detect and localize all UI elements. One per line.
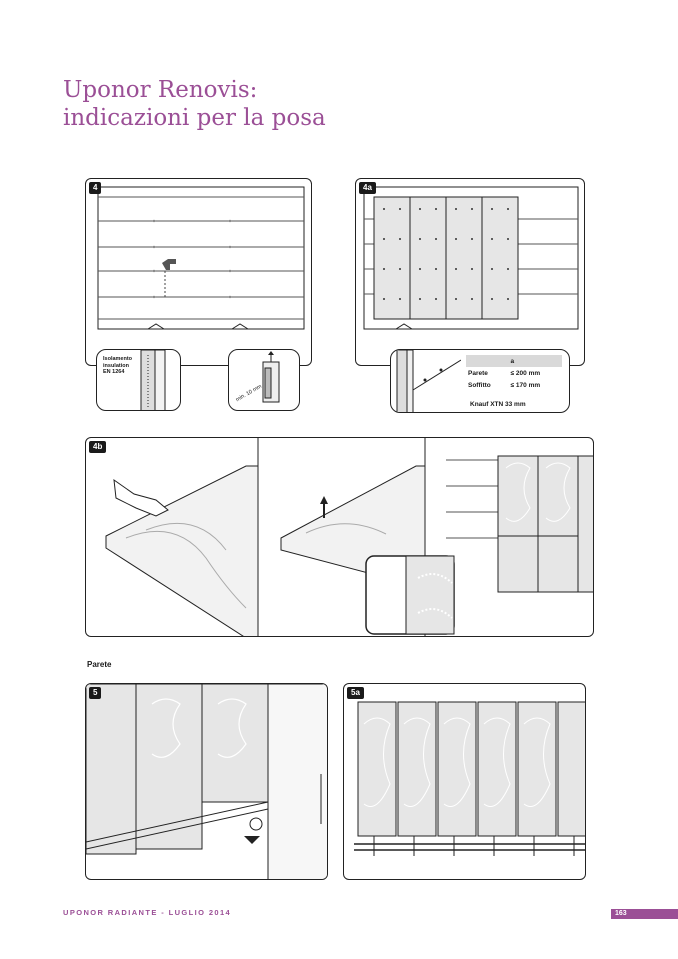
figure-4b-badge: 4b [89,441,107,453]
spacing-value: ≤ 170 mm [510,381,541,389]
figure-4-badge: 4 [89,182,102,194]
knauf-label: Knauf XTN 33 mm [470,401,526,408]
figure-4a: 4a [355,178,585,366]
page-title-line-1: Uponor Renovis: [63,77,258,103]
insulation-label-line-2: insulation [103,362,129,369]
insulation-detail-drawing [140,350,166,410]
figure-4-illustration [97,186,305,330]
table-row: Parete ≤ 200 mm [466,367,562,379]
spacing-location: Parete [468,369,488,377]
figure-5a-illustration [354,701,585,856]
figure-4b-illustration [105,438,593,636]
figure-4-callout-insulation: Isolamento insulation EN 1264 [96,349,181,411]
figure-5-illustration [86,684,327,879]
wall-section-drawing [396,350,462,412]
insulation-label: Isolamento insulation EN 1264 [103,356,132,376]
page-title: Uponor Renovis: indicazioni per la posa [63,76,326,132]
spacing-location: Soffitto [468,381,491,389]
figure-5a: 5a [343,683,586,880]
figure-5-badge: 5 [89,687,102,699]
footer-publication: UPONOR RADIANTE - LUGLIO 2014 [63,908,232,917]
page-title-line-2: indicazioni per la posa [63,105,326,131]
figure-4b: 4b [85,437,594,637]
spacing-table-header: a [466,355,562,367]
gap-detail-drawing [262,351,280,403]
page-number: 163 [615,910,627,917]
insulation-label-line-3: EN 1264 [103,369,125,375]
table-row: Soffitto ≤ 170 mm [466,379,562,391]
spacing-table-header-empty [466,355,509,367]
figure-4a-illustration [363,186,579,330]
figure-4: 4 [85,178,312,366]
figure-5: 5 [85,683,328,880]
figure-4-callout-gap: min. 10 mm [228,349,300,411]
spacing-table-header-a: a [508,355,562,367]
page-number-bar: 163 [611,909,678,919]
insulation-label-line-1: Isolamento [103,356,133,362]
figure-4a-badge: 4a [359,182,376,194]
figure-5a-badge: 5a [347,687,364,699]
section-label-parete: Parete [87,660,112,669]
spacing-value: ≤ 200 mm [510,369,541,377]
spacing-table: a Parete ≤ 200 mm Soffitto ≤ 170 mm [466,355,562,391]
